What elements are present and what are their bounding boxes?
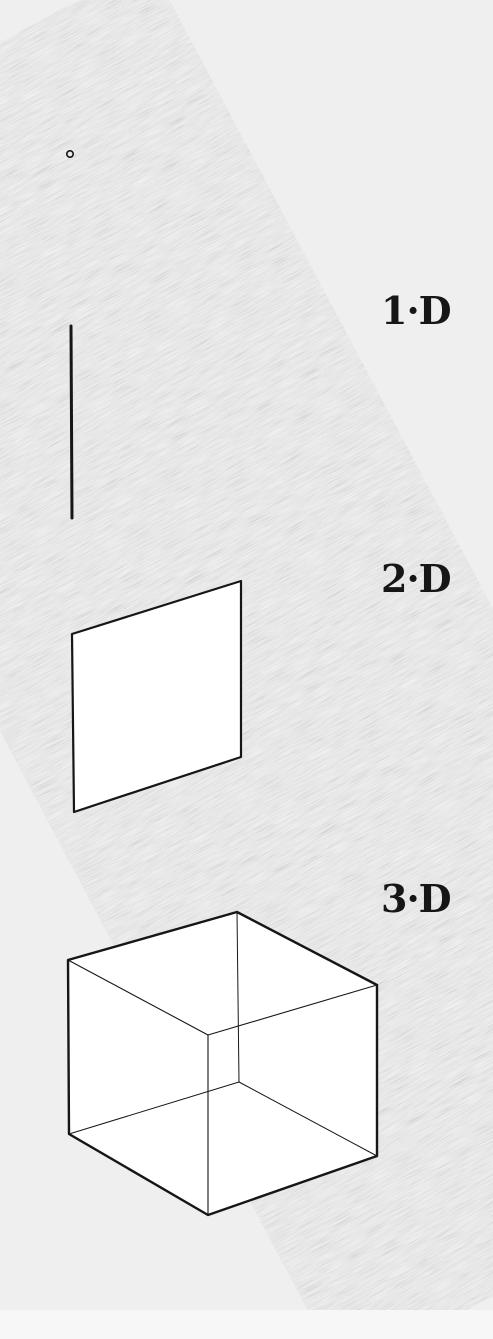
line-shape bbox=[71, 326, 72, 518]
label-2d: 2·D bbox=[381, 560, 451, 598]
label-1d: 1·D bbox=[381, 292, 451, 330]
label-3d: 3·D bbox=[381, 880, 451, 918]
